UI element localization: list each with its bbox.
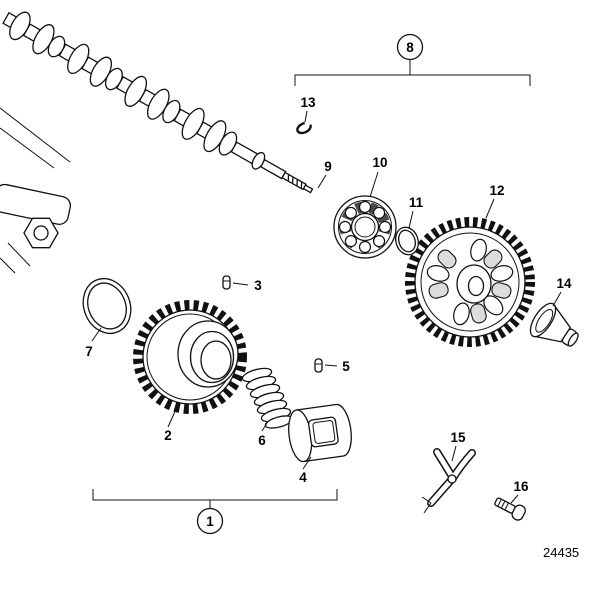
callout-16[interactable]: 16: [510, 479, 529, 504]
timing-gear-12: [405, 217, 535, 347]
svg-text:7: 7: [85, 344, 93, 359]
callout-3[interactable]: 3: [232, 278, 262, 293]
bolt-16: [494, 497, 526, 521]
callout-13[interactable]: 13: [300, 95, 316, 123]
callout-14[interactable]: 14: [552, 276, 572, 307]
spring-6: [241, 367, 294, 429]
engine-block-fragment: [0, 107, 72, 274]
cone-14: [529, 302, 579, 347]
group-bracket-8: [294, 59, 531, 86]
retaining-ring-11: [395, 226, 419, 256]
svg-text:8: 8: [406, 40, 414, 55]
callout-10[interactable]: 10: [369, 155, 388, 198]
callout-1[interactable]: 1: [196, 507, 224, 535]
callout-9[interactable]: 9: [317, 159, 332, 189]
svg-text:13: 13: [300, 95, 316, 110]
svg-text:3: 3: [254, 278, 262, 293]
callout-4[interactable]: 4: [299, 456, 312, 485]
svg-text:6: 6: [258, 433, 266, 448]
gear-rollers: [428, 249, 512, 324]
svg-text:9: 9: [324, 159, 332, 174]
pin-5: [314, 358, 323, 373]
svg-text:11: 11: [409, 195, 424, 210]
svg-text:5: 5: [342, 359, 350, 374]
svg-text:12: 12: [489, 183, 504, 198]
svg-text:10: 10: [372, 155, 387, 170]
o-ring-7: [82, 277, 132, 335]
pin-3: [222, 275, 231, 290]
svg-text:4: 4: [299, 470, 307, 485]
svg-text:1: 1: [206, 514, 214, 529]
clip-13: [296, 121, 312, 135]
callout-6[interactable]: 6: [258, 422, 268, 448]
group-bracket-1: [92, 489, 338, 508]
fork-15: [421, 448, 476, 514]
callout-11[interactable]: 11: [408, 195, 424, 229]
callout-7[interactable]: 7: [85, 327, 102, 359]
svg-text:16: 16: [513, 479, 529, 494]
callout-2[interactable]: 2: [164, 406, 178, 443]
callout-8[interactable]: 8: [396, 33, 424, 61]
svg-text:2: 2: [164, 428, 172, 443]
camshaft: [2, 11, 314, 194]
callout-15[interactable]: 15: [450, 430, 466, 462]
camshaft-threaded-end: [281, 171, 307, 191]
bushing-4: [288, 403, 352, 463]
drawing-number: 24435: [543, 545, 579, 560]
svg-text:15: 15: [450, 430, 466, 445]
callout-12[interactable]: 12: [485, 183, 505, 219]
callout-5[interactable]: 5: [324, 359, 350, 374]
idler-gear-2: [133, 300, 247, 414]
ball-bearing-10: [333, 195, 397, 259]
svg-text:14: 14: [556, 276, 572, 291]
